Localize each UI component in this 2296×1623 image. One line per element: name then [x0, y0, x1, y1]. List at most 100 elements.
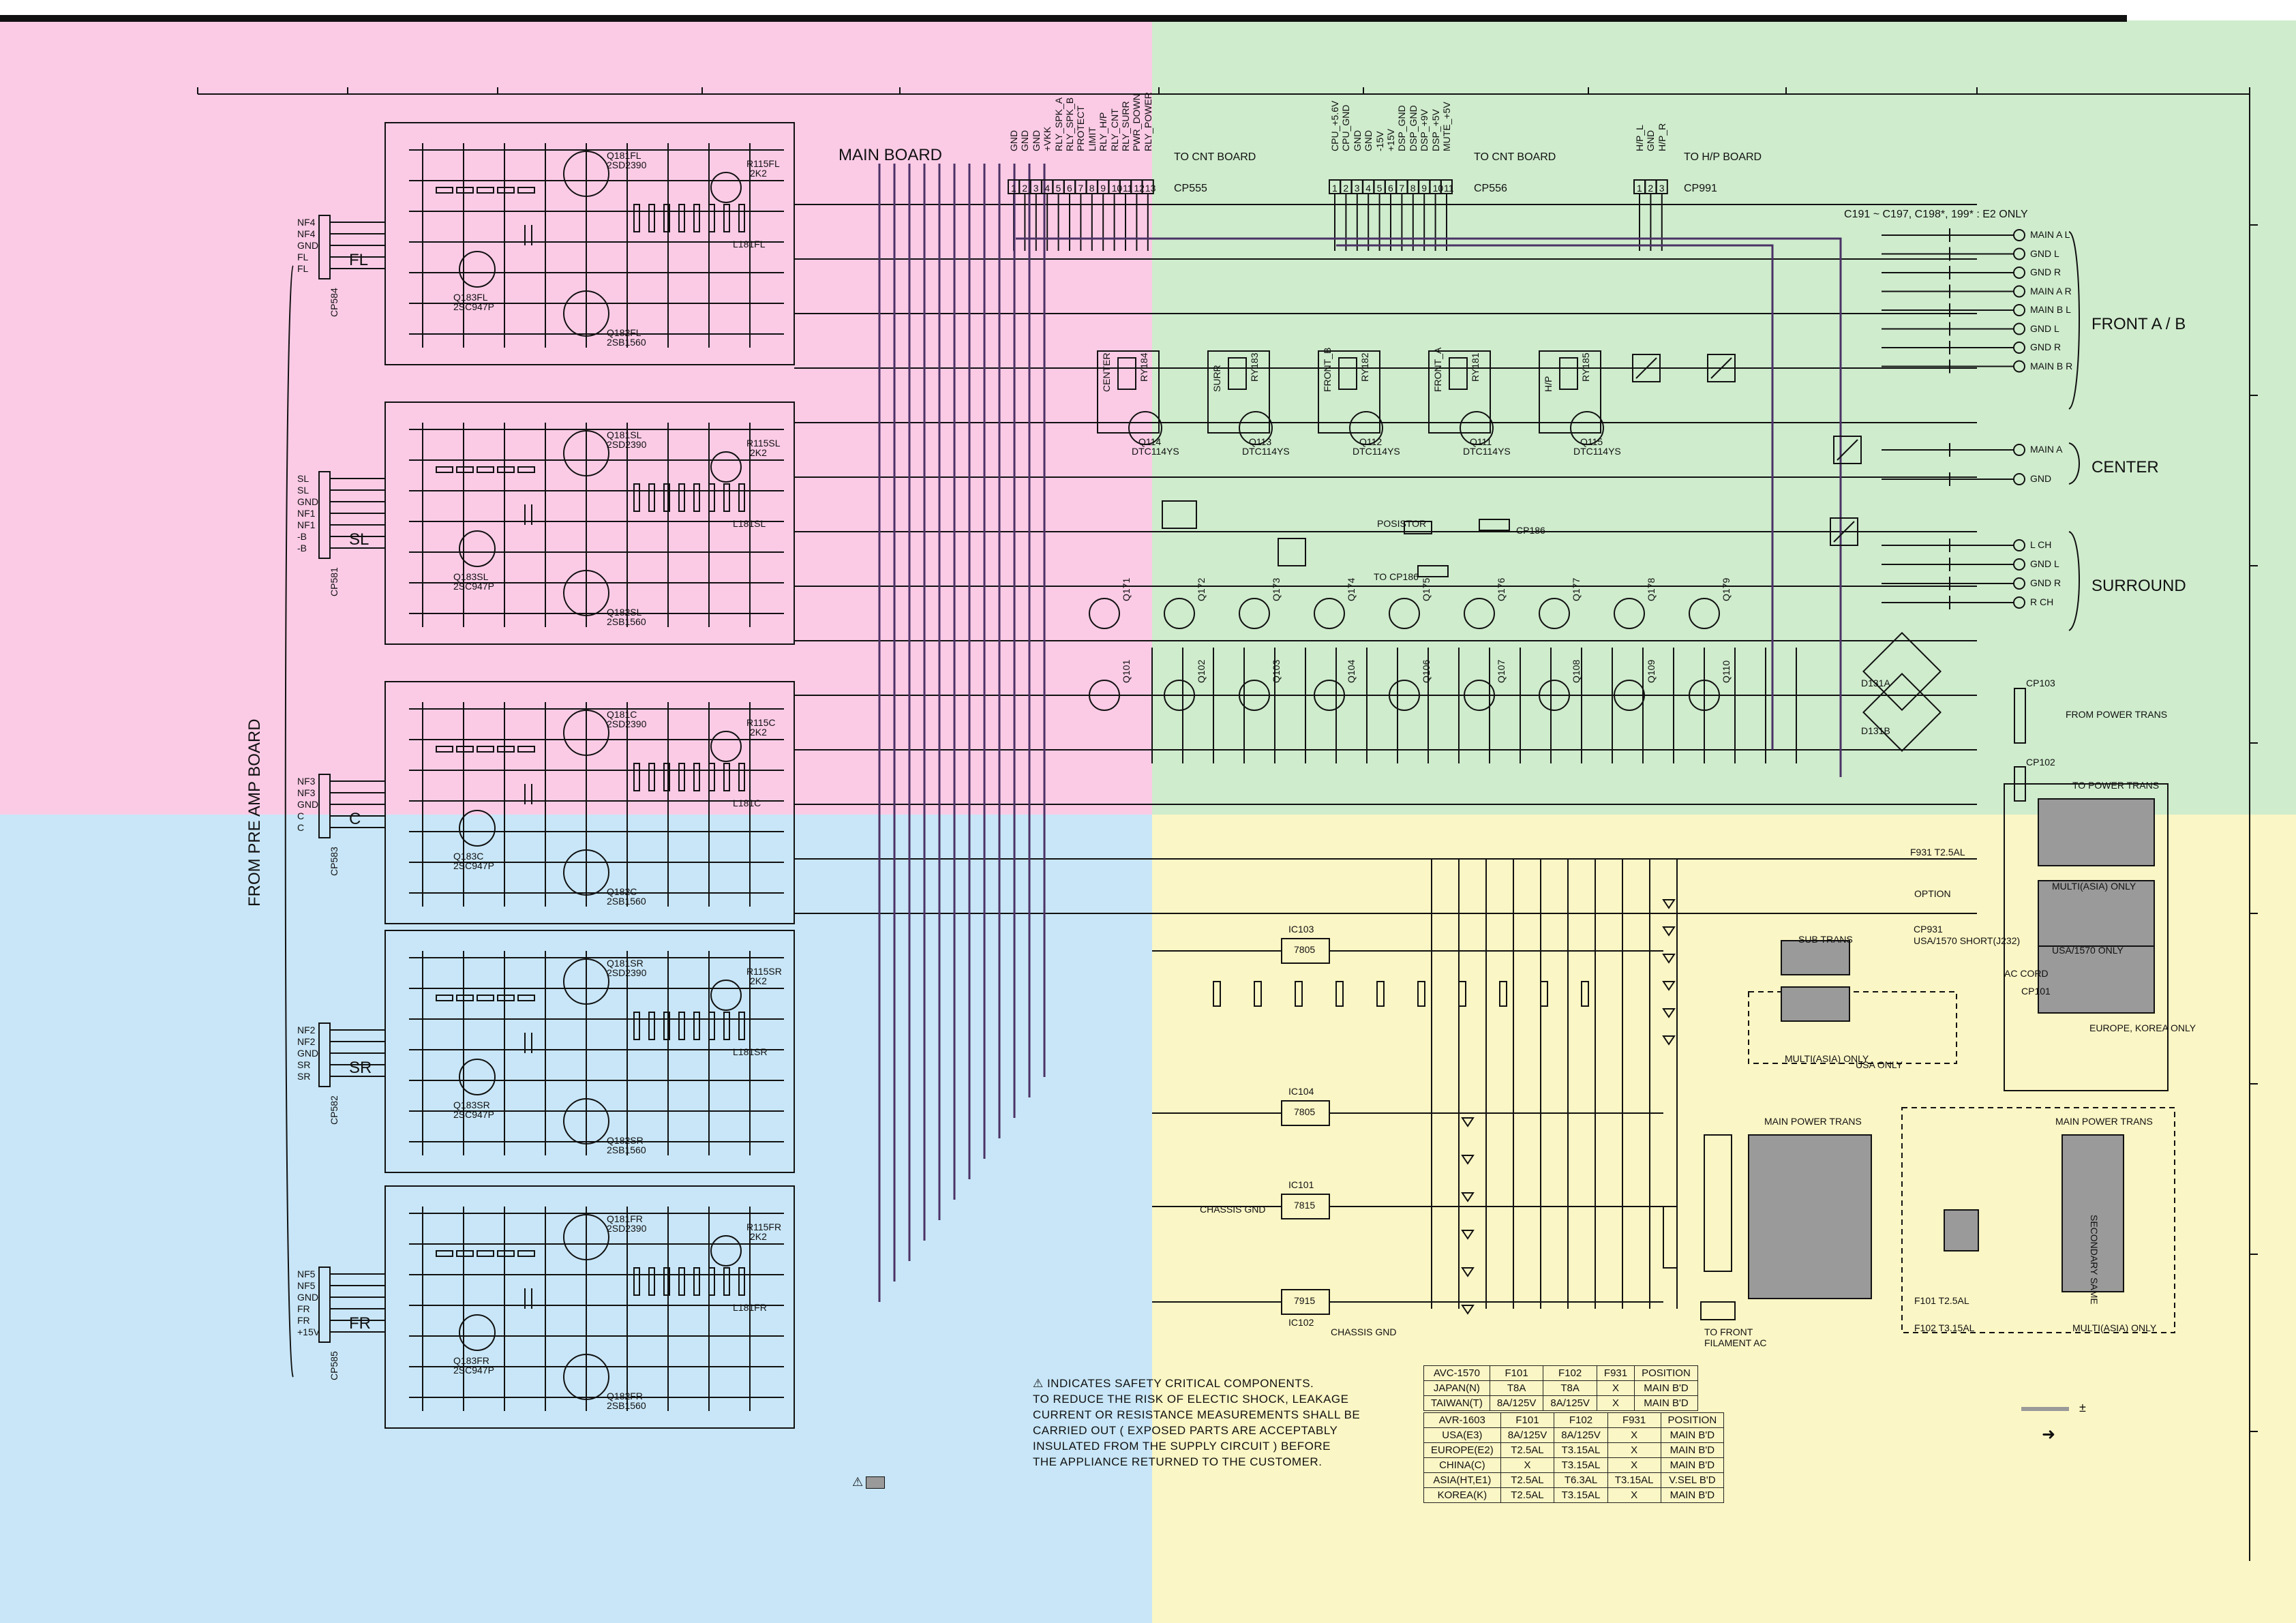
input-pin: SR [297, 1071, 311, 1082]
speaker-terminal-label: MAIN A [2030, 444, 2063, 455]
resistor [497, 466, 515, 473]
power-diode [1461, 1305, 1475, 1315]
speaker-relay [1833, 436, 1862, 464]
safety-note-line: TO REDUCE THE RISK OF ELECTIC SHOCK, LEA… [1033, 1393, 1349, 1406]
relay-ref: RY183 [1249, 352, 1260, 382]
protection-transistor [710, 172, 742, 203]
q-drv-ref: Q183SL [453, 571, 489, 582]
cp555-pin-4: RLY_SPK_A [1053, 97, 1064, 151]
cp555-pin-11: PWR_DOWN [1131, 93, 1143, 151]
input-pin: -B [297, 543, 307, 553]
from-pre-amp-label: FROM PRE AMP BOARD [245, 718, 264, 907]
input-pin: SR [297, 1059, 311, 1070]
sub-trans-diode [1662, 954, 1676, 964]
surround-bracket [2068, 531, 2080, 631]
r-out-ref: R115C [746, 717, 776, 728]
protection-q-ref: Q177 [1571, 577, 1582, 601]
cp556-pin-5: +15V [1385, 128, 1396, 151]
resistor [648, 1012, 655, 1040]
filament-ac-label: FILAMENT AC [1704, 1337, 1767, 1348]
q-bot-part: 2SB1560 [607, 616, 646, 627]
sub-trans-diode [1662, 926, 1676, 937]
main-power-trans-core-2 [2061, 1134, 2124, 1292]
protection-q-ref: Q108 [1571, 659, 1582, 683]
cp555-pin-12: RLY_POWER [1142, 92, 1153, 151]
table-cell: T8A [1543, 1380, 1597, 1396]
r-out-ref: R115FR [746, 1222, 782, 1232]
speaker-terminal-label: MAIN B R [2030, 360, 2073, 371]
table-cell: T3.15AL [1607, 1472, 1661, 1488]
relay-coil [1559, 357, 1578, 390]
bridge-a-label: D131A [1861, 678, 1890, 688]
protection-q-ref: Q103 [1271, 659, 1282, 683]
resistor [648, 204, 655, 232]
resistor [517, 187, 535, 194]
speaker-terminal [2013, 577, 2025, 590]
speaker-terminal [2013, 444, 2025, 456]
table-cell: T2.5AL [1500, 1487, 1555, 1503]
cp556-pin-num-9: 10 [1432, 183, 1444, 194]
cp556-pin-1: CPU_GND [1340, 104, 1352, 151]
resistor [708, 483, 715, 512]
resistor [436, 466, 453, 473]
relay-q-ref: Q114 [1138, 436, 1162, 447]
speaker-terminal [2013, 473, 2025, 485]
quadrant-bottom-left [0, 815, 1152, 1623]
q-bot-ref: Q182SR [607, 1135, 644, 1146]
resistor [723, 204, 730, 232]
resistor [723, 1267, 730, 1296]
cp991-pin-num-1: 2 [1648, 183, 1654, 194]
bridge-rectifier [1862, 632, 1942, 711]
cp556-pin-num-2: 3 [1354, 183, 1360, 194]
speaker-terminal [2013, 596, 2025, 609]
speaker-terminal-label: GND L [2030, 322, 2059, 334]
resistor [633, 1267, 640, 1296]
relay-block [1428, 350, 1491, 434]
resistor [633, 204, 640, 232]
protection-q-ref: Q110 [1721, 660, 1732, 683]
speaker-terminal-label: L CH [2030, 539, 2052, 550]
cp991-pin-2: H/P_R [1656, 123, 1667, 151]
cp583-name: CP583 [329, 847, 339, 876]
power-diode [1461, 1192, 1475, 1202]
resistor [693, 204, 700, 232]
speaker-relay-contact [1635, 357, 1657, 379]
regulator-IC104 [1281, 1100, 1330, 1126]
protection-transistor-Q106 [1389, 680, 1420, 711]
table-cell: X [1607, 1442, 1661, 1458]
protection-q-ref: Q172 [1196, 577, 1207, 601]
cp102-label: CP102 [2026, 757, 2055, 768]
output-transistor-bottom [563, 1098, 609, 1144]
safety-note-line: CURRENT OR RESISTANCE MEASUREMENTS SHALL… [1033, 1408, 1361, 1421]
cp555-pin-num-5: 6 [1067, 183, 1072, 194]
speaker-relay-contact [1837, 439, 1858, 461]
cp582-name: CP582 [329, 1095, 339, 1125]
driver-transistor [459, 1314, 496, 1351]
channel-block-FL [384, 122, 795, 365]
protection-q-ref: Q107 [1496, 659, 1507, 683]
regulator-ic: IC103 [1288, 924, 1314, 935]
resistor [477, 995, 494, 1001]
table-cell: X [1596, 1380, 1635, 1396]
posistor [1404, 521, 1432, 534]
multi-asia-only-label-1: MULTI(ASIA) ONLY [2052, 881, 2136, 892]
safety-note-line: CARRIED OUT ( EXPOSED PARTS ARE ACCEPTAB… [1033, 1424, 1338, 1437]
regulator-IC102 [1281, 1289, 1330, 1315]
speaker-relay [1632, 354, 1661, 382]
power-resistor [1417, 981, 1425, 1007]
speaker-terminal-label: GND L [2030, 247, 2059, 259]
cp556-pin-num-5: 6 [1388, 183, 1393, 194]
resistor [456, 995, 474, 1001]
table-cell: EUROPE(E2) [1423, 1442, 1501, 1458]
sub-trans-label: SUB TRANS [1798, 934, 1853, 945]
channel-name-SR: SR [349, 1059, 372, 1077]
front-ab-label: FRONT A / B [2091, 315, 2186, 333]
ac-socket-0 [2038, 798, 2155, 866]
ac-input-box [2004, 783, 2169, 1091]
cp991-pin-box [1655, 179, 1668, 194]
table-cell: T6.3AL [1554, 1472, 1608, 1488]
protection-transistor-Q173 [1239, 598, 1270, 629]
legend-gray-bar [2021, 1407, 2069, 1411]
